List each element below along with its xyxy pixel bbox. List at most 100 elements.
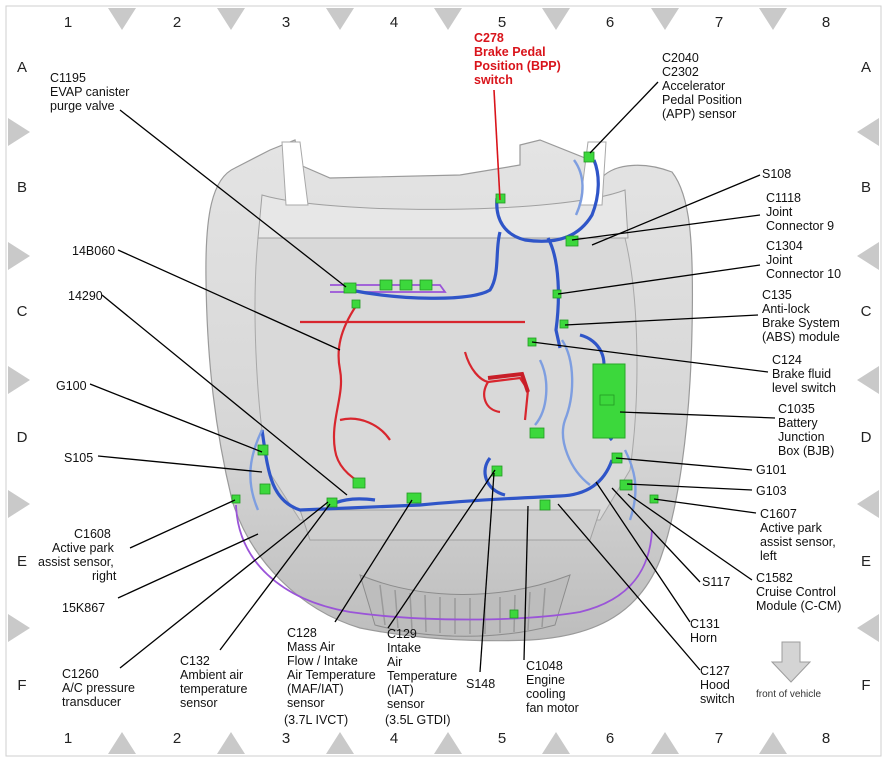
label-line: left xyxy=(760,549,777,563)
label-g100: G100 xyxy=(56,379,87,393)
label-line: assist sensor, xyxy=(38,555,114,569)
label-line: Module (C-CM) xyxy=(756,599,841,613)
grid-row-label: C xyxy=(861,303,872,320)
label-line: C1260 xyxy=(62,667,99,681)
label-line: A/C pressure xyxy=(62,681,135,695)
label-s148: S148 xyxy=(466,677,495,691)
label-line: cooling xyxy=(526,687,566,701)
label-line: Active park xyxy=(760,521,823,535)
label-line: S108 xyxy=(762,167,791,181)
label-c131: C131 Horn xyxy=(690,617,720,645)
grid-rows-right: A B C D E F xyxy=(861,59,872,694)
label-line: Hood xyxy=(700,678,730,692)
label-line: S117 xyxy=(702,575,730,589)
label-line: 14B060 xyxy=(72,244,115,258)
label-line: C128 xyxy=(287,626,317,640)
label-line: C1195 xyxy=(50,71,86,85)
label-line: transducer xyxy=(62,695,121,709)
label-line: Connector 10 xyxy=(766,267,841,281)
label-line: temperature xyxy=(180,682,247,696)
label-c127: C127 Hood switch xyxy=(700,664,735,706)
label-c1260: C1260 A/C pressure transducer xyxy=(62,667,135,709)
label-line: (MAF/IAT) xyxy=(287,682,344,696)
label-line: right xyxy=(92,569,117,583)
label-line: C1304 xyxy=(766,239,803,253)
windshield-cutout-left xyxy=(281,141,309,206)
label-s105: S105 xyxy=(64,451,93,465)
label-line: Box (BJB) xyxy=(778,444,834,458)
label-line: S148 xyxy=(466,677,495,691)
label-line: C1607 xyxy=(760,507,797,521)
grid-col-label: 2 xyxy=(173,14,181,31)
label-g101: G101 xyxy=(756,463,787,477)
grid-rows-left: A B C D E F xyxy=(17,59,28,694)
grid-row-label: F xyxy=(861,677,870,694)
label-c1048: C1048 Engine cooling fan motor xyxy=(526,659,579,715)
grid-col-label: 4 xyxy=(390,14,398,31)
label-line: (3.7L IVCT) xyxy=(284,713,348,727)
label-line: Pedal Position xyxy=(662,93,742,107)
label-line: Intake xyxy=(387,641,421,655)
grid-markers-right xyxy=(857,118,879,642)
grid-col-label: 7 xyxy=(715,730,723,747)
grid-col-label: 1 xyxy=(64,14,72,31)
label-c135: C135 Anti-lock Brake System (ABS) module xyxy=(762,288,840,344)
front-of-vehicle-indicator: front of vehicle xyxy=(756,641,821,700)
label-line: fan motor xyxy=(526,701,579,715)
grid-col-label: 4 xyxy=(390,730,398,747)
label-line: Joint xyxy=(766,205,793,219)
label-line: C135 xyxy=(762,288,792,302)
label-c1118: C1118 Joint Connector 9 xyxy=(766,191,834,233)
label-line: sensor xyxy=(387,697,425,711)
label-line: Engine xyxy=(526,673,565,687)
label-c1582: C1582 Cruise Control Module (C-CM) xyxy=(756,571,841,613)
label-c1195: C1195 EVAP canister purge valve xyxy=(50,71,129,113)
label-line: sensor xyxy=(180,696,218,710)
grid-col-label: 1 xyxy=(64,730,72,747)
grid-row-label: B xyxy=(861,179,871,196)
label-line: C132 xyxy=(180,654,210,668)
label-line: Brake Pedal xyxy=(474,45,546,59)
grid-row-label: F xyxy=(17,677,26,694)
label-line: Temperature xyxy=(387,669,457,683)
label-c1304: C1304 Joint Connector 10 xyxy=(766,239,841,281)
grid-col-label: 6 xyxy=(606,14,614,31)
label-line: Cruise Control xyxy=(756,585,836,599)
label-line: Active park xyxy=(52,541,115,555)
red-harness xyxy=(300,305,530,486)
label-app-sensor: C2040 C2302 Accelerator Pedal Position (… xyxy=(662,51,742,121)
label-line: Battery xyxy=(778,416,818,430)
label-line: C2040 xyxy=(662,51,699,65)
grid-col-label: 7 xyxy=(715,14,723,31)
label-c1607: C1607 Active park assist sensor, left xyxy=(760,507,836,563)
label-c124: C124 Brake fluid level switch xyxy=(772,353,836,395)
label-line: (3.5L GTDI) xyxy=(385,713,451,727)
red-harness-thick xyxy=(487,371,530,393)
grid-markers-top xyxy=(108,8,787,30)
label-line: 15K867 xyxy=(62,601,105,615)
down-arrow-icon xyxy=(770,641,812,683)
label-line: 14290 xyxy=(68,289,103,303)
label-bpp-switch: C278 Brake Pedal Position (BPP) switch xyxy=(474,31,561,87)
grid-col-label: 3 xyxy=(282,14,290,31)
label-line: level switch xyxy=(772,381,836,395)
label-line: switch xyxy=(700,692,735,706)
grid-row-label: E xyxy=(17,553,27,570)
label-15k867: 15K867 xyxy=(62,601,105,615)
label-14b060: 14B060 xyxy=(72,244,115,258)
label-line: Flow / Intake xyxy=(287,654,358,668)
vehicle-body xyxy=(205,139,694,642)
label-line: (ABS) module xyxy=(762,330,840,344)
label-line: Connector 9 xyxy=(766,219,834,233)
label-line: G103 xyxy=(756,484,787,498)
label-line: Accelerator xyxy=(662,79,725,93)
label-line: C278 xyxy=(474,31,504,45)
label-line: assist sensor, xyxy=(760,535,836,549)
grid-col-label: 5 xyxy=(498,14,506,31)
grid-row-label: D xyxy=(17,429,28,446)
label-line: Air Temperature xyxy=(287,668,376,682)
label-line: G100 xyxy=(56,379,87,393)
label-line: sensor xyxy=(287,696,325,710)
grid-col-label: 3 xyxy=(282,730,290,747)
grid-row-label: A xyxy=(861,59,871,76)
